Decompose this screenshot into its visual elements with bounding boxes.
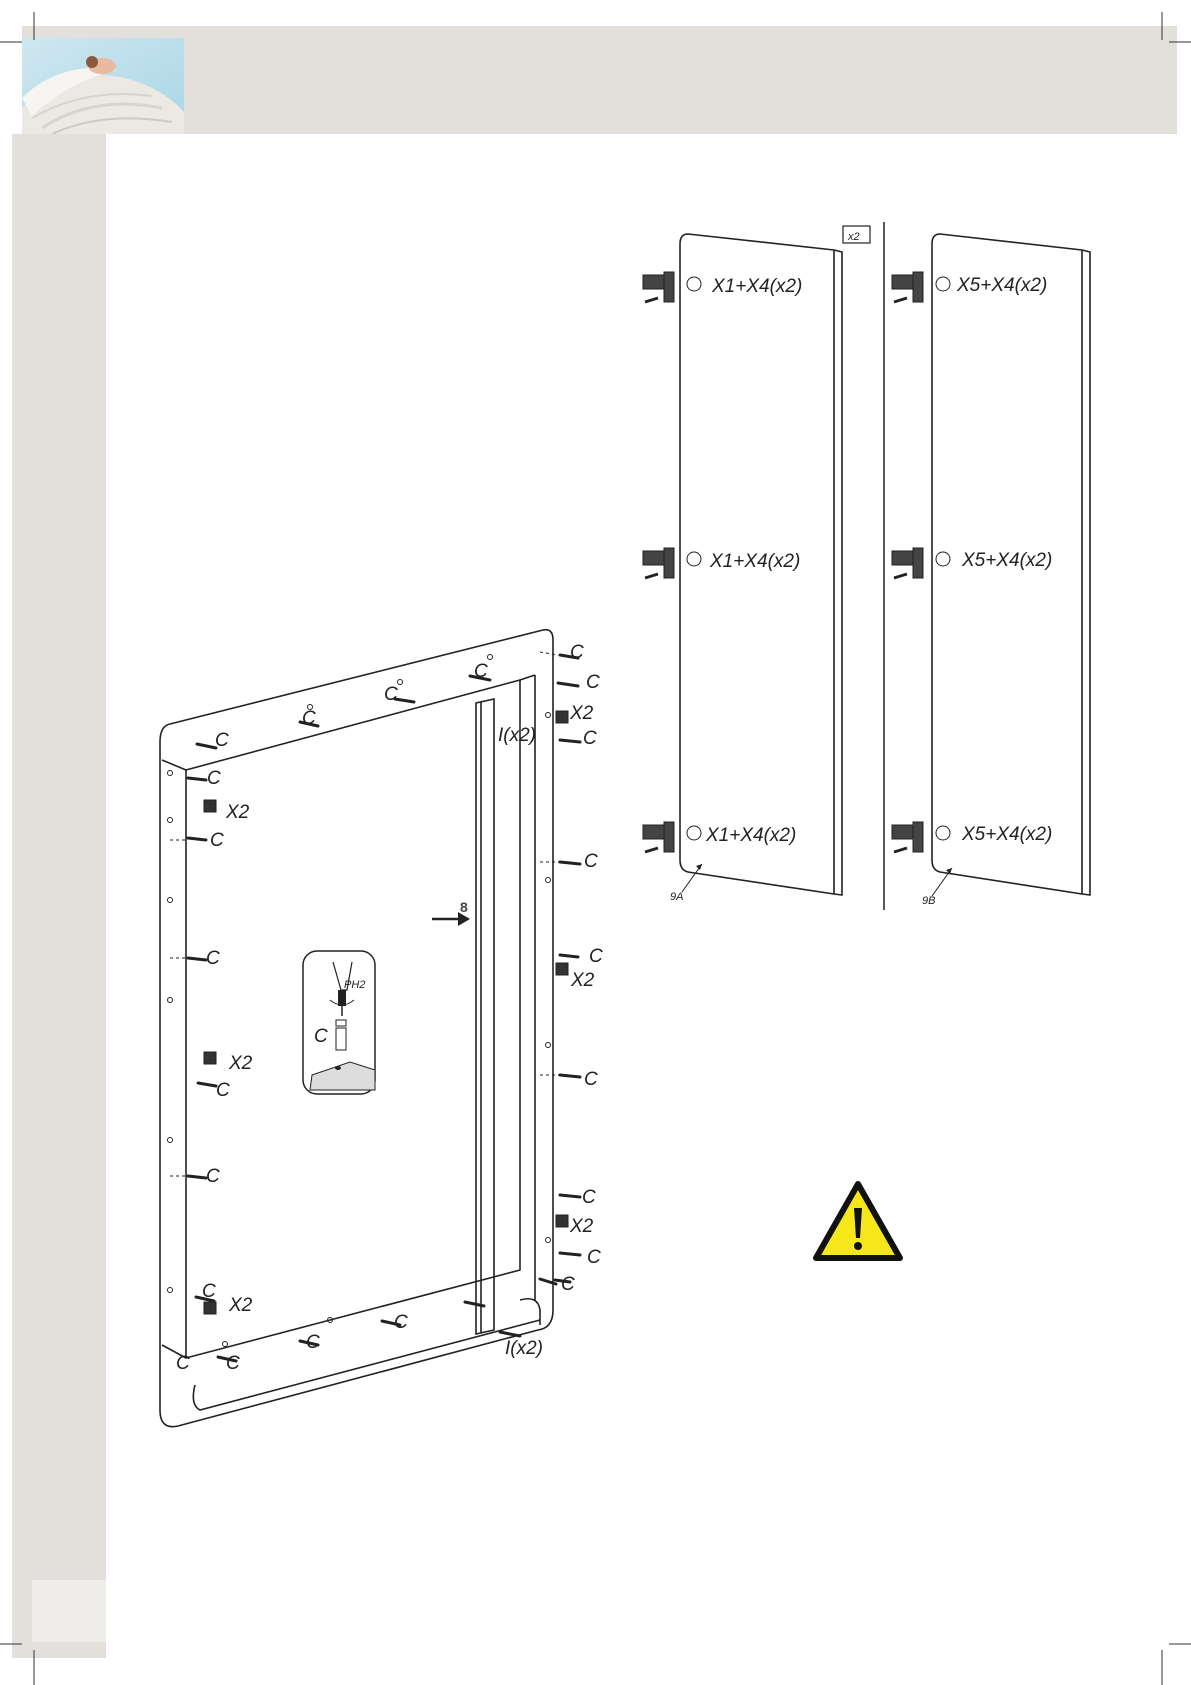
quantity-badge-label: x2 [847, 231, 860, 243]
hinge-icon [643, 548, 701, 578]
label-c: C [474, 661, 488, 682]
hinge-icon [892, 548, 950, 578]
label-c: C [215, 730, 229, 751]
label-c: C [210, 830, 224, 851]
cam-lock-icon [556, 1215, 568, 1227]
label-x2: X2 [228, 1053, 253, 1074]
hinge-label: X1+X4(x2) [711, 276, 802, 297]
label-c: C [394, 1312, 408, 1333]
hinge-label: X5+X4(x2) [961, 824, 1052, 845]
label-c: C [226, 1353, 240, 1374]
label-x2: X2 [569, 1216, 594, 1237]
label-c: C [570, 642, 584, 663]
label-c: C [207, 768, 221, 789]
hinge-label: X1+X4(x2) [705, 825, 796, 846]
hinge-label: X5+X4(x2) [961, 550, 1052, 571]
label-c: C [582, 1187, 596, 1208]
label-c: C [176, 1353, 190, 1374]
center-post [476, 699, 494, 1334]
cam-lock-icon [204, 1302, 216, 1314]
dowel-detail-bubble: PH2 C [303, 951, 375, 1094]
label-c: C [216, 1080, 230, 1101]
label-c: C [306, 1332, 320, 1353]
hinge-label: X5+X4(x2) [956, 275, 1047, 296]
step-8-arrow: 8 [432, 899, 470, 926]
label-c: C [384, 684, 398, 705]
frame-diagram: PH2 C 8 C C C C C C C C C C C C C C C C … [140, 620, 640, 1435]
cam-lock-icon [204, 1052, 216, 1064]
detail-c-label: C [314, 1026, 328, 1047]
hinge-icon [892, 272, 950, 302]
label-c: C [589, 946, 603, 967]
cam-lock-icon [556, 963, 568, 975]
label-c: C [206, 1166, 220, 1187]
hinge-label: X1+X4(x2) [709, 551, 800, 572]
label-c: C [586, 672, 600, 693]
label-c: C [587, 1247, 601, 1268]
label-i-x2: I(x2) [498, 725, 536, 746]
cam-lock-icon [204, 800, 216, 812]
label-c: C [584, 1069, 598, 1090]
label-c: C [202, 1281, 216, 1302]
label-x2: X2 [228, 1295, 253, 1316]
label-i-x2: I(x2) [505, 1338, 543, 1359]
label-c: C [561, 1274, 575, 1295]
hinge-icon [892, 822, 950, 852]
label-c: C [583, 728, 597, 749]
hinge-icon [643, 822, 701, 852]
warning-triangle-icon [812, 1180, 904, 1262]
door-id-label: 9B [922, 895, 935, 907]
label-x2: X2 [570, 970, 595, 991]
label-x2: X2 [569, 703, 594, 724]
hinge-icon [643, 272, 701, 302]
ph2-label: PH2 [344, 979, 365, 991]
step-number: 8 [460, 899, 468, 915]
label-x2: X2 [225, 802, 250, 823]
doors-diagram: x2 X1+X4(x2) X1+X4(x2) X1+X4(x2) X5+X4(x… [630, 218, 1100, 918]
label-c: C [206, 948, 220, 969]
cam-lock-icon [556, 711, 568, 723]
label-c: C [584, 851, 598, 872]
door-id-label: 9A [670, 891, 683, 903]
label-c: C [302, 708, 316, 729]
